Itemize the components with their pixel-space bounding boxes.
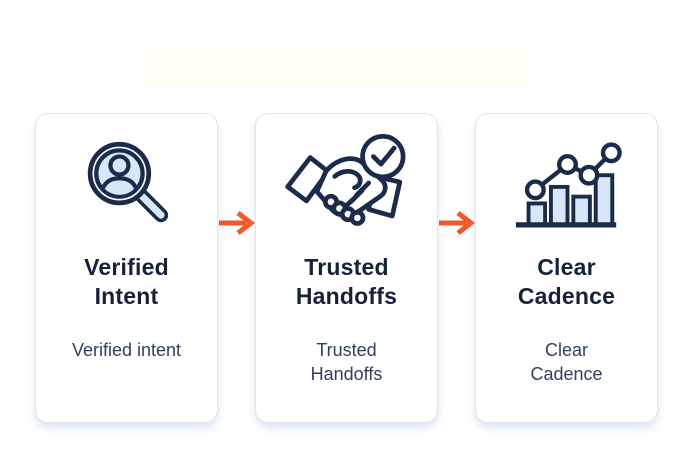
card-trusted-handoffs: Trusted Handoffs Trusted Handoffs xyxy=(255,113,438,423)
card-title: Trusted Handoffs xyxy=(295,254,398,310)
card-subtitle: Verified intent xyxy=(71,340,182,361)
faint-header-band xyxy=(142,46,528,88)
arrow-right-icon xyxy=(438,210,475,236)
arrow-right-icon xyxy=(218,210,255,236)
card-subtitle: Clear Cadence xyxy=(530,340,603,384)
bar-chart-trend-icon xyxy=(511,127,623,239)
handshake-check-icon xyxy=(281,127,413,239)
card-clear-cadence: Clear Cadence Clear Cadence xyxy=(475,113,658,423)
card-title: Clear Cadence xyxy=(517,254,616,310)
cards-row: Verified Intent Verified intent xyxy=(35,113,658,423)
card-subtitle: Trusted Handoffs xyxy=(310,340,383,384)
card-title: Verified Intent xyxy=(84,254,169,310)
card-verified-intent: Verified Intent Verified intent xyxy=(35,113,218,423)
user-search-icon xyxy=(75,127,179,239)
